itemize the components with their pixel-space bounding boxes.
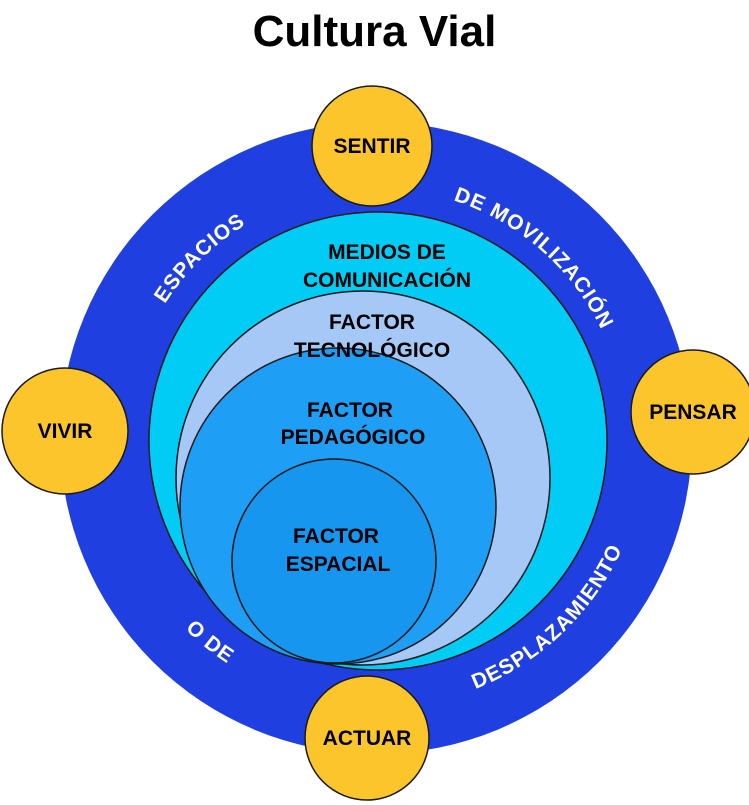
layer-medios-label-line1: MEDIOS DE [328,241,446,264]
node-actuar-circle [304,675,430,801]
node-vivir-circle [1,367,129,495]
layer-espacial-label-line1: FACTOR [293,525,379,548]
node-sentir-circle [311,85,433,207]
node-pensar-circle [630,349,749,475]
node-vivir-label: VIVIR [38,420,93,443]
layer-espacial-label-line2: ESPACIAL [286,553,391,576]
node-actuar-label: ACTUAR [323,727,412,750]
layer-tecnologico-label-line1: FACTOR [329,311,415,334]
layer-pedagogico-label-line2: PEDAGÓGICO [281,425,426,449]
layer-medios-label-line2: COMUNICACIÓN [303,268,471,292]
node-pensar-label: PENSAR [649,401,737,424]
layer-espacial-circle [231,458,437,664]
layer-tecnologico-label-line2: TECNOLÓGICO [294,338,450,362]
layer-pedagogico-label-line1: FACTOR [307,399,393,422]
node-sentir-label: SENTIR [333,135,410,158]
diagram-title: Cultura Vial [252,7,497,56]
